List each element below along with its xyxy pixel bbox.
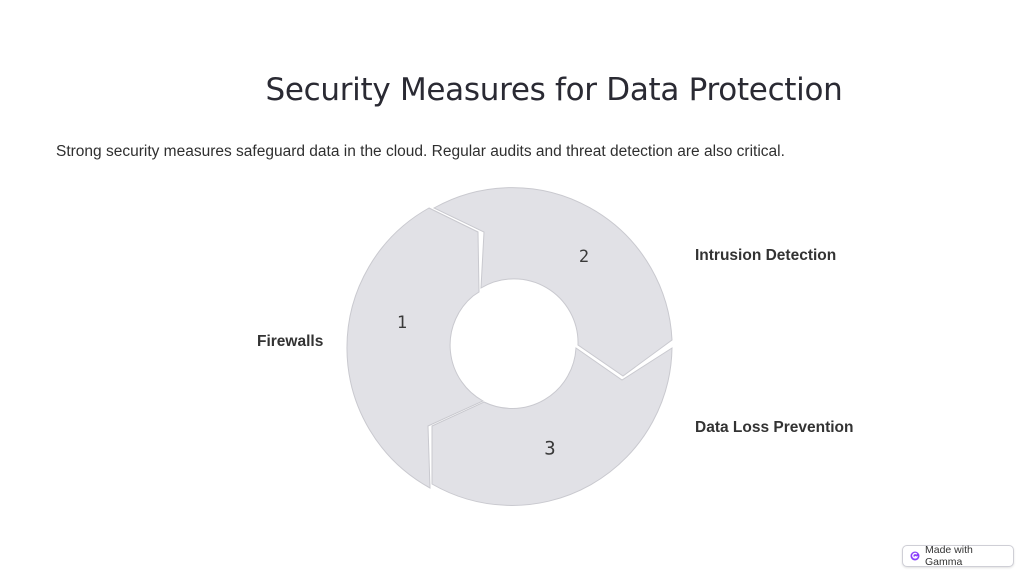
cycle-segment-1-number: 1 — [397, 313, 407, 333]
made-with-gamma-badge[interactable]: Made with Gamma — [902, 544, 1014, 568]
gamma-logo-icon — [910, 551, 920, 561]
cycle-segment-2-number: 2 — [579, 247, 589, 267]
cycle-segment-3-number: 3 — [544, 438, 555, 460]
cycle-segment-1 — [346, 207, 485, 489]
slide-title: Security Measures for Data Protection — [265, 72, 843, 108]
segment-label-firewalls: Firewalls — [257, 333, 324, 350]
cycle-segment-3 — [431, 347, 673, 506]
segment-label-intrusion-detection: Intrusion Detection — [695, 247, 837, 264]
segment-label-data-loss-prevention: Data Loss Prevention — [695, 419, 854, 436]
slide-subtitle: Strong security measures safeguard data … — [56, 143, 785, 160]
cycle-segment-2 — [432, 187, 673, 377]
badge-text: Made with Gamma — [924, 544, 973, 568]
